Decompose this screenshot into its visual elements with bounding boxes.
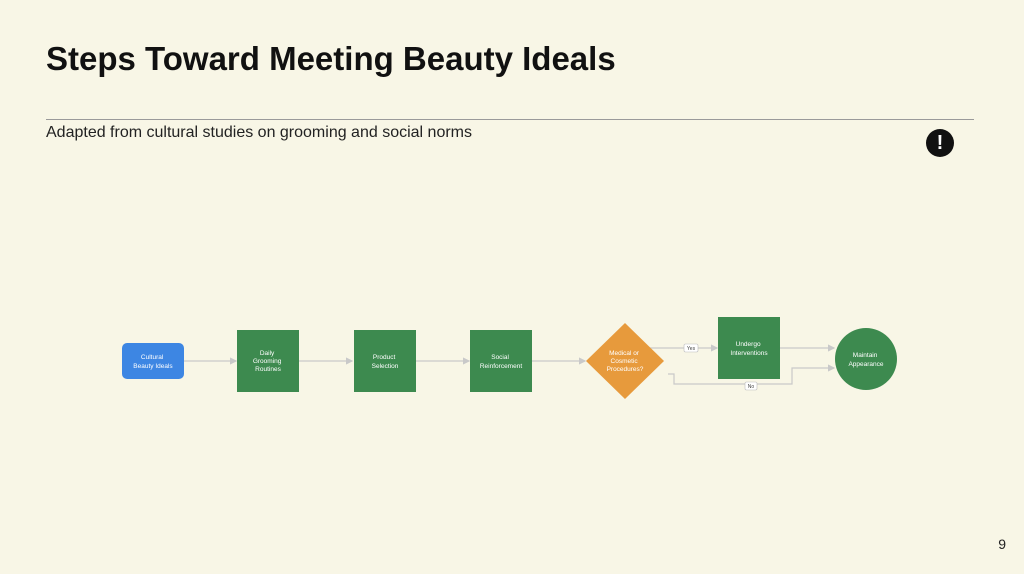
node-daily-grooming-routines: Daily Grooming Routines [237, 330, 299, 392]
edge-label-yes-text: Yes [687, 346, 696, 352]
edge-label-no: No [744, 381, 758, 391]
svg-text:Undergo Interventions: Undergo Interventions [730, 341, 768, 357]
node-text-line: Interventions [730, 350, 768, 357]
svg-text:Medical or Cosmetic: Medical or Cosmetic Procedures? [607, 350, 644, 373]
node-maintain-appearance: Maintain Appearance [835, 328, 897, 390]
node-text-line: Cultural [141, 354, 164, 361]
node-text-line: Product [373, 354, 396, 361]
node-text-line: Selection [372, 363, 399, 370]
node-text-line: Reinforcement [480, 363, 522, 370]
svg-text:Product Selection: Product Selection [372, 354, 399, 370]
node-text-line: Cosmetic [611, 358, 639, 365]
slide-subtitle: Adapted from cultural studies on groomin… [46, 124, 472, 141]
node-text-line: Maintain [853, 352, 878, 359]
node-text-line: Daily [260, 350, 275, 357]
node-undergo-interventions: Undergo Interventions [718, 317, 780, 379]
node-text-line: Grooming [253, 358, 282, 365]
svg-text:Social Reinforcement: Social Reinforcement [480, 354, 522, 370]
node-text-line: Procedures? [607, 366, 644, 373]
svg-text:Daily Grooming: Daily Grooming Routines [253, 350, 283, 373]
node-text-line: Routines [255, 366, 281, 373]
node-text-line: Medical or [609, 350, 640, 357]
node-text-line: Undergo [736, 341, 761, 348]
node-product-selection: Product Selection [354, 330, 416, 392]
edge-decision-no [668, 364, 836, 385]
svg-text:Maintain Appearance: Maintain Appearance [848, 352, 883, 368]
edge-label-yes: Yes [683, 343, 699, 353]
node-text-line: Social [491, 354, 509, 361]
edge-label-no-text: No [748, 384, 755, 390]
exclamation-icon: ! [926, 129, 954, 157]
node-cultural-beauty-ideals: Cultural Beauty Ideals [122, 343, 184, 379]
slide-title: Steps Toward Meeting Beauty Ideals [46, 40, 616, 77]
node-social-reinforcement: Social Reinforcement [470, 330, 532, 392]
node-text-line: Appearance [848, 361, 883, 368]
flow-edges [184, 344, 836, 385]
node-text-line: Beauty Ideals [133, 363, 173, 370]
node-procedures-decision: Medical or Cosmetic Procedures? [586, 323, 664, 399]
title-divider [46, 119, 974, 120]
svg-text:Cultural Beauty Ideals: Cultural Beauty Ideals [133, 354, 173, 370]
page-number: 9 [998, 536, 1006, 552]
